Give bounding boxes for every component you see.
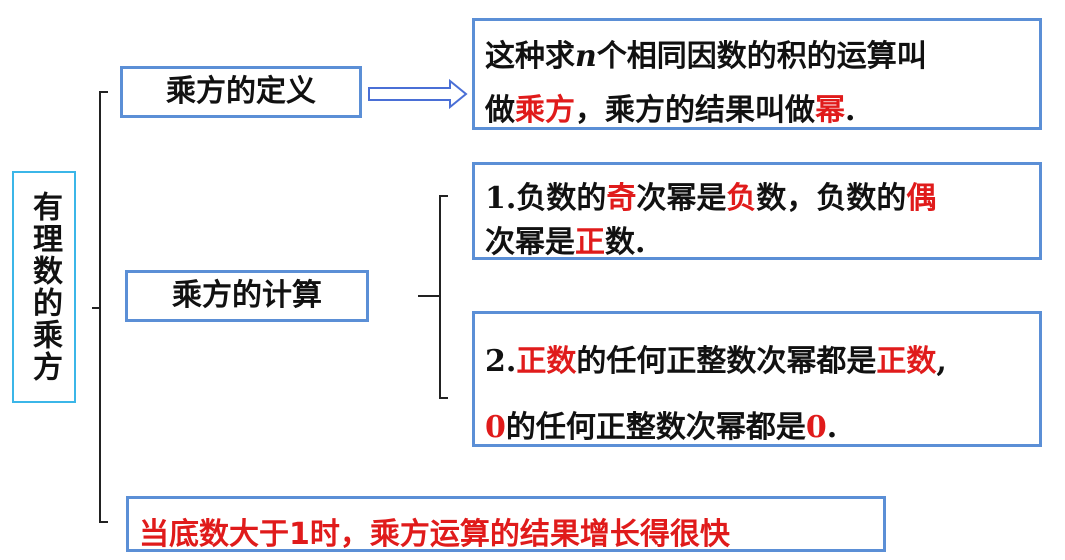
calculation-label: 乘方的计算 bbox=[172, 278, 322, 313]
growth-text: 当底数大于1时，乘方运算的结果增长得很快 bbox=[139, 517, 730, 552]
root-title: 有理数的乘方 bbox=[27, 191, 62, 383]
rule2-box: 2.正数的任何正整数次幂都是正数, 0的任何正整数次幂都是0. bbox=[472, 311, 1042, 447]
definition-label-box: 乘方的定义 bbox=[120, 66, 362, 118]
definition-label: 乘方的定义 bbox=[166, 74, 316, 109]
main-bracket bbox=[92, 91, 108, 523]
rule1-line-2: 次幂是正数. bbox=[485, 225, 646, 260]
definition-text-box: 这种求n个相同因数的积的运算叫 做乘方，乘方的结果叫做幂. bbox=[472, 18, 1042, 130]
growth-box: 当底数大于1时，乘方运算的结果增长得很快 bbox=[126, 496, 886, 552]
arrow-icon bbox=[368, 78, 468, 110]
rule2-line-2: 0的任何正整数次幂都是0. bbox=[485, 410, 838, 445]
definition-line-1: 这种求n个相同因数的积的运算叫 bbox=[485, 39, 927, 74]
rule1-box: 1.负数的奇次幂是负数，负数的偶 次幂是正数. bbox=[472, 162, 1042, 260]
definition-line-2: 做乘方，乘方的结果叫做幂. bbox=[485, 93, 856, 128]
calc-bracket bbox=[418, 195, 448, 399]
rule2-line-1: 2.正数的任何正整数次幂都是正数, bbox=[485, 344, 947, 379]
rule1-line-1: 1.负数的奇次幂是负数，负数的偶 bbox=[485, 181, 937, 216]
root-box: 有理数的乘方 bbox=[12, 171, 76, 403]
calculation-label-box: 乘方的计算 bbox=[125, 270, 369, 322]
